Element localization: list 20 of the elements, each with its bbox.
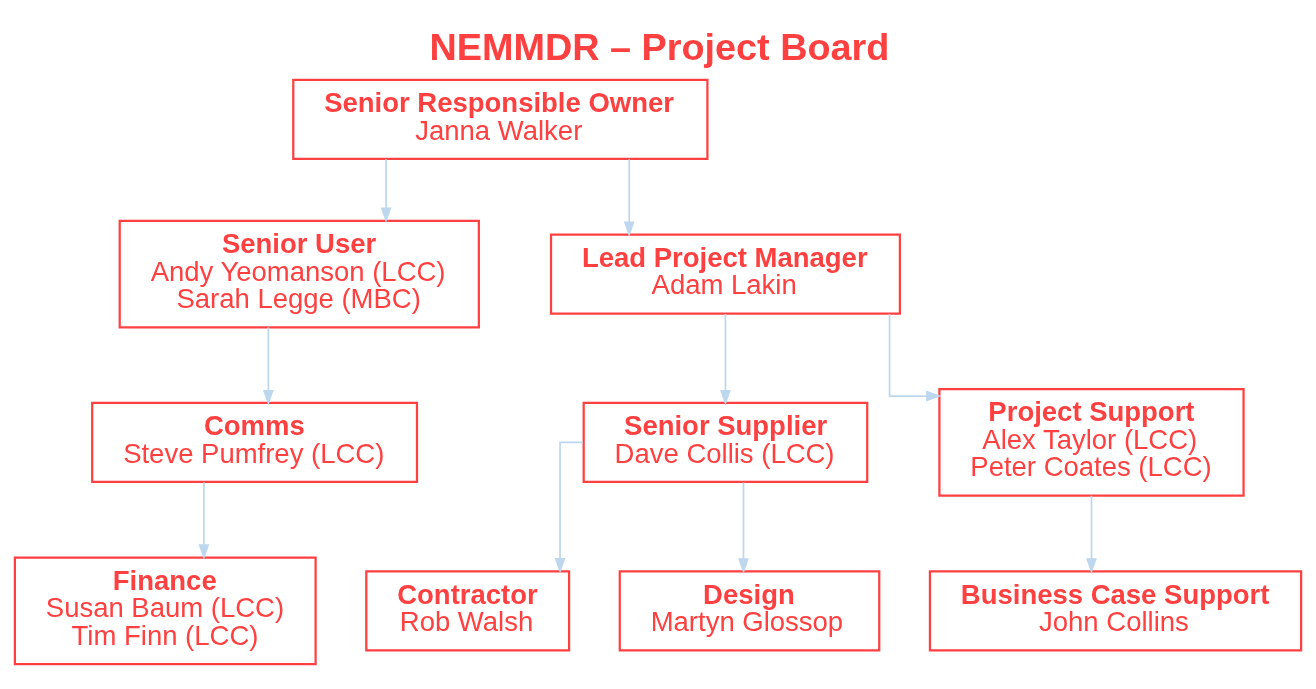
node-box: Design Martyn Glossop xyxy=(618,570,881,652)
node-box: Lead Project Manager Adam Lakin xyxy=(549,233,901,315)
arrow xyxy=(554,441,584,574)
node-box: Comms Steve Pumfrey (LCC) xyxy=(91,401,419,484)
arrow xyxy=(380,158,392,223)
arrow xyxy=(623,158,635,237)
node-box: Senior Supplier Dave Collis (LCC) xyxy=(582,401,869,484)
arrow xyxy=(738,481,749,574)
node-box: Project Support Alex Taylor (LCC) Peter Coates (LCC) xyxy=(938,388,1245,497)
arrow xyxy=(262,326,274,406)
arrow xyxy=(888,313,942,402)
node-box: Contractor Rob Walsh xyxy=(365,570,571,652)
diagram-title: NEMMDR – Project Board xyxy=(429,26,890,69)
arrow xyxy=(198,481,210,560)
node-box: Senior User Andy Yeomanson (LCC) Sarah Legge (MBC) xyxy=(118,219,480,329)
node-box: Business Case Support John Collins xyxy=(928,570,1303,652)
node-box: Finance Susan Baum (LCC) Tim Finn (LCC) xyxy=(13,556,317,666)
node-box: Senior Responsible Owner Janna Walker xyxy=(292,78,709,161)
arrow xyxy=(1086,494,1097,574)
arrow xyxy=(720,313,731,406)
